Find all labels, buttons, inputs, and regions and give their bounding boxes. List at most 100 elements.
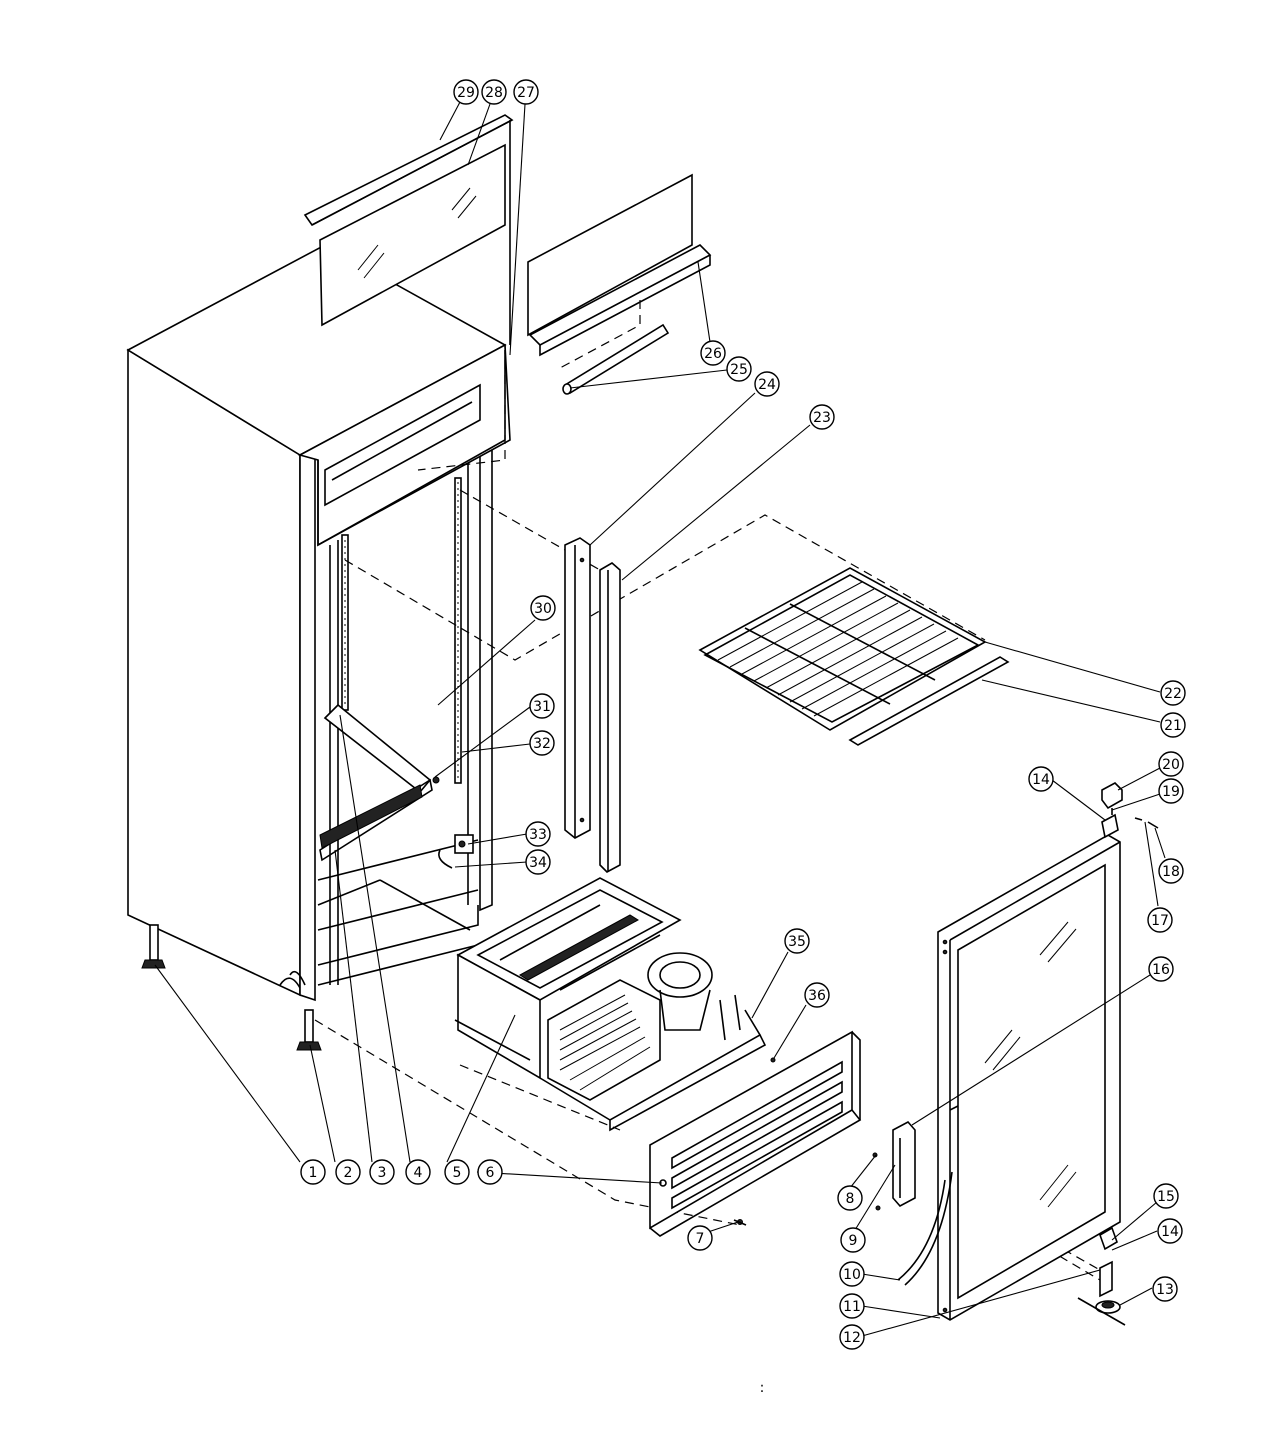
callout-29: 29 [453,79,479,105]
callout-circle [754,371,780,397]
callout-label: 19 [1162,784,1180,800]
callout-circle [809,404,835,430]
callout-circle [840,1227,866,1253]
callout-label: 6 [486,1165,495,1181]
callout-17: 17 [1147,907,1173,933]
cabinet-body [126,244,511,1002]
callout-circle [726,356,752,382]
callout-label: 5 [453,1165,462,1181]
callout-23: 23 [809,404,835,430]
callout-label: 26 [704,346,722,362]
callout-circle [1152,1276,1178,1302]
callout-label: 7 [696,1231,705,1247]
hardware [432,776,1159,1226]
callout-label: 25 [730,362,748,378]
callout-circle [513,79,539,105]
callout-label: 24 [758,377,776,393]
callout-20: 20 [1158,751,1184,777]
callout-11: 11 [839,1293,865,1319]
callout-circle [1158,751,1184,777]
callout-4: 4 [405,1159,431,1185]
callout-circle [687,1225,713,1251]
callout-circle [700,340,726,366]
callout-circle [1158,858,1184,884]
callout-label: 32 [533,736,551,752]
callout-circle [530,595,556,621]
callout-circle [804,982,830,1008]
callout-label: 27 [517,85,535,101]
callout-label: 15 [1157,1189,1175,1205]
callout-5: 5 [444,1159,470,1185]
callout-35: 35 [784,928,810,954]
callout-circle [1028,766,1054,792]
callout-circle [529,693,555,719]
callout-label: 33 [529,827,547,843]
callout-circle [405,1159,431,1185]
callout-19: 19 [1158,778,1184,804]
callout-circle [1160,680,1186,706]
callout-circle [839,1324,865,1350]
callout-circle [453,79,479,105]
callout-circle [1153,1183,1179,1209]
callout-label: 12 [843,1330,861,1346]
callout-label: 1 [309,1165,318,1181]
callout-33: 33 [525,821,551,847]
callout-34: 34 [525,849,551,875]
callout-label: 28 [485,85,503,101]
callout-circle [525,849,551,875]
callout-circle [1157,1218,1183,1244]
callout-26: 26 [700,340,726,366]
callout-label: 4 [414,1165,423,1181]
leveling-legs [141,924,322,1051]
callout-27: 27 [513,79,539,105]
callout-circle [1160,712,1186,738]
callout-circle [839,1293,865,1319]
callout-label: 16 [1152,962,1170,978]
callout-label: 35 [788,934,806,950]
glass-door [892,782,1126,1326]
callout-6: 6 [477,1159,503,1185]
callout-circle [1158,778,1184,804]
diffuser-panel [527,173,712,395]
callout-36: 36 [804,982,830,1008]
callout-label: 11 [843,1299,861,1315]
door-posts [564,537,621,873]
callout-label: 14 [1032,772,1050,788]
callout-3: 3 [369,1159,395,1185]
callout-21: 21 [1160,712,1186,738]
callout-label: 30 [534,601,552,617]
callout-label: 34 [529,855,547,871]
wire-shelf [698,567,1010,746]
callout-circle [784,928,810,954]
callout-circle [1147,907,1173,933]
callout-22: 22 [1160,680,1186,706]
callout-leaders [154,101,1166,1337]
callout-label: 22 [1164,686,1182,702]
front-grille [649,1030,862,1237]
callout-label: 9 [849,1233,858,1249]
callout-14: 14 [1157,1218,1183,1244]
callout-8: 8 [837,1185,863,1211]
callout-label: 8 [846,1191,855,1207]
callout-circle [525,821,551,847]
callout-label: 3 [378,1165,387,1181]
callout-2: 2 [335,1159,361,1185]
callout-label: 17 [1151,913,1169,929]
callout-13: 13 [1152,1276,1178,1302]
callout-circle [1148,956,1174,982]
condensing-unit [454,877,767,1132]
callout-7: 7 [687,1225,713,1251]
callout-circle [481,79,507,105]
footer-mark: : [760,1380,765,1396]
callout-circle [444,1159,470,1185]
callout-12: 12 [839,1324,865,1350]
callout-1: 1 [300,1159,326,1185]
callout-label: 31 [533,699,551,715]
callout-10: 10 [839,1261,865,1287]
callout-31: 31 [529,693,555,719]
callout-circle [335,1159,361,1185]
callout-28: 28 [481,79,507,105]
callout-32: 32 [529,730,555,756]
